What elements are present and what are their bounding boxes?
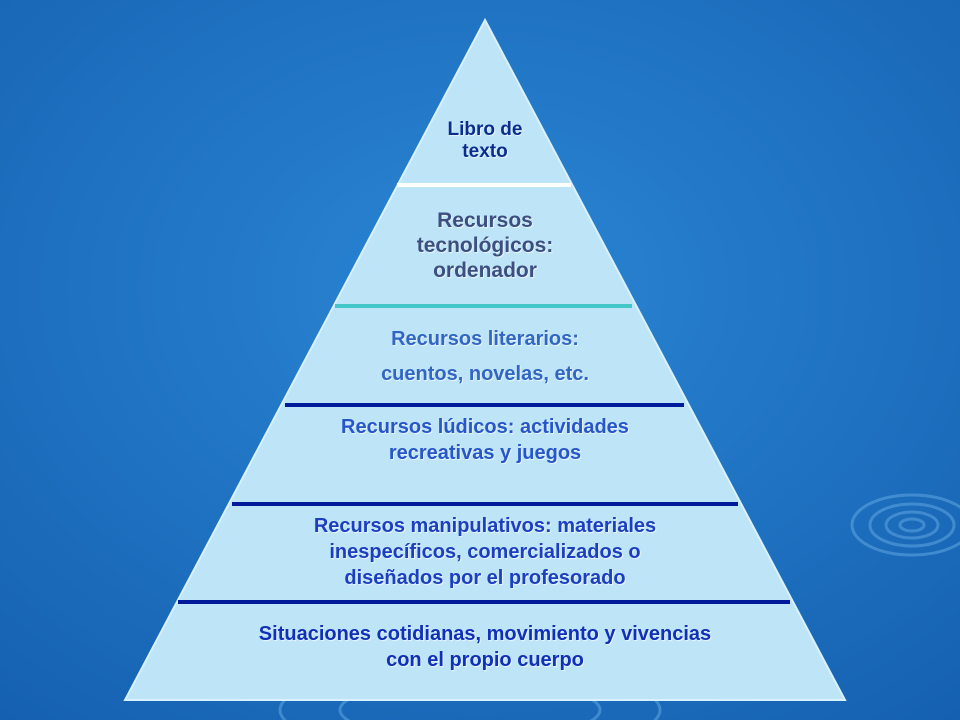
pyramid-level-2-label: Recursos tecnológicos: ordenador (416, 209, 554, 283)
pyramid-level-1-label: Libro de texto (447, 119, 523, 162)
pyramid-level-5-label: Recursos manipulativos: materiales inesp… (313, 515, 657, 589)
pyramid (123, 17, 847, 701)
pyramid-level-6-label: Situaciones cotidianas, movimiento y viv… (258, 623, 712, 671)
pyramid-level-4-label: Recursos lúdicos: actividades recreativa… (341, 416, 629, 464)
pyramid-level-3-label: Recursos literarios: cuentos, novelas, e… (381, 328, 589, 385)
pyramid-shape (123, 17, 847, 701)
